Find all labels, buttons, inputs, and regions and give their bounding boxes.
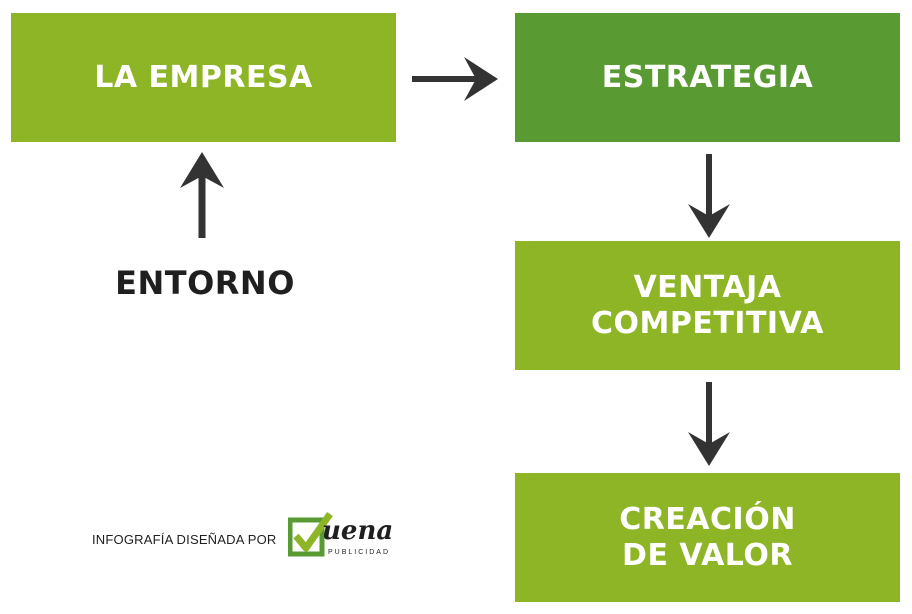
arrow-up-icon (180, 152, 224, 238)
logo-subtitle: PUBLICIDAD (328, 549, 391, 556)
arrow-down-icon (688, 154, 730, 238)
entorno-label: ENTORNO (115, 264, 295, 302)
box-ventaja-line1: VENTAJA (633, 269, 782, 305)
box-ventaja-line2: COMPETITIVA (590, 305, 824, 341)
arrow-right-icon (412, 57, 498, 101)
box-la-empresa-label: LA EMPRESA (94, 59, 313, 95)
arrow-down-icon (688, 382, 730, 466)
box-ventaja-competitiva: VENTAJA COMPETITIVA (515, 241, 900, 370)
box-la-empresa: LA EMPRESA (11, 13, 396, 142)
box-estrategia-label: ESTRATEGIA (601, 59, 814, 95)
box-estrategia: ESTRATEGIA (515, 13, 900, 142)
box-creacion-line1: CREACIÓN (619, 501, 796, 537)
checkmark-icon (288, 511, 333, 557)
box-creacion-de-valor: CREACIÓN DE VALOR (515, 473, 900, 602)
logo-wordmark: uena (322, 516, 394, 546)
credit-text: INFOGRAFÍA DISEÑADA POR (92, 532, 277, 547)
box-creacion-line2: DE VALOR (622, 537, 793, 573)
